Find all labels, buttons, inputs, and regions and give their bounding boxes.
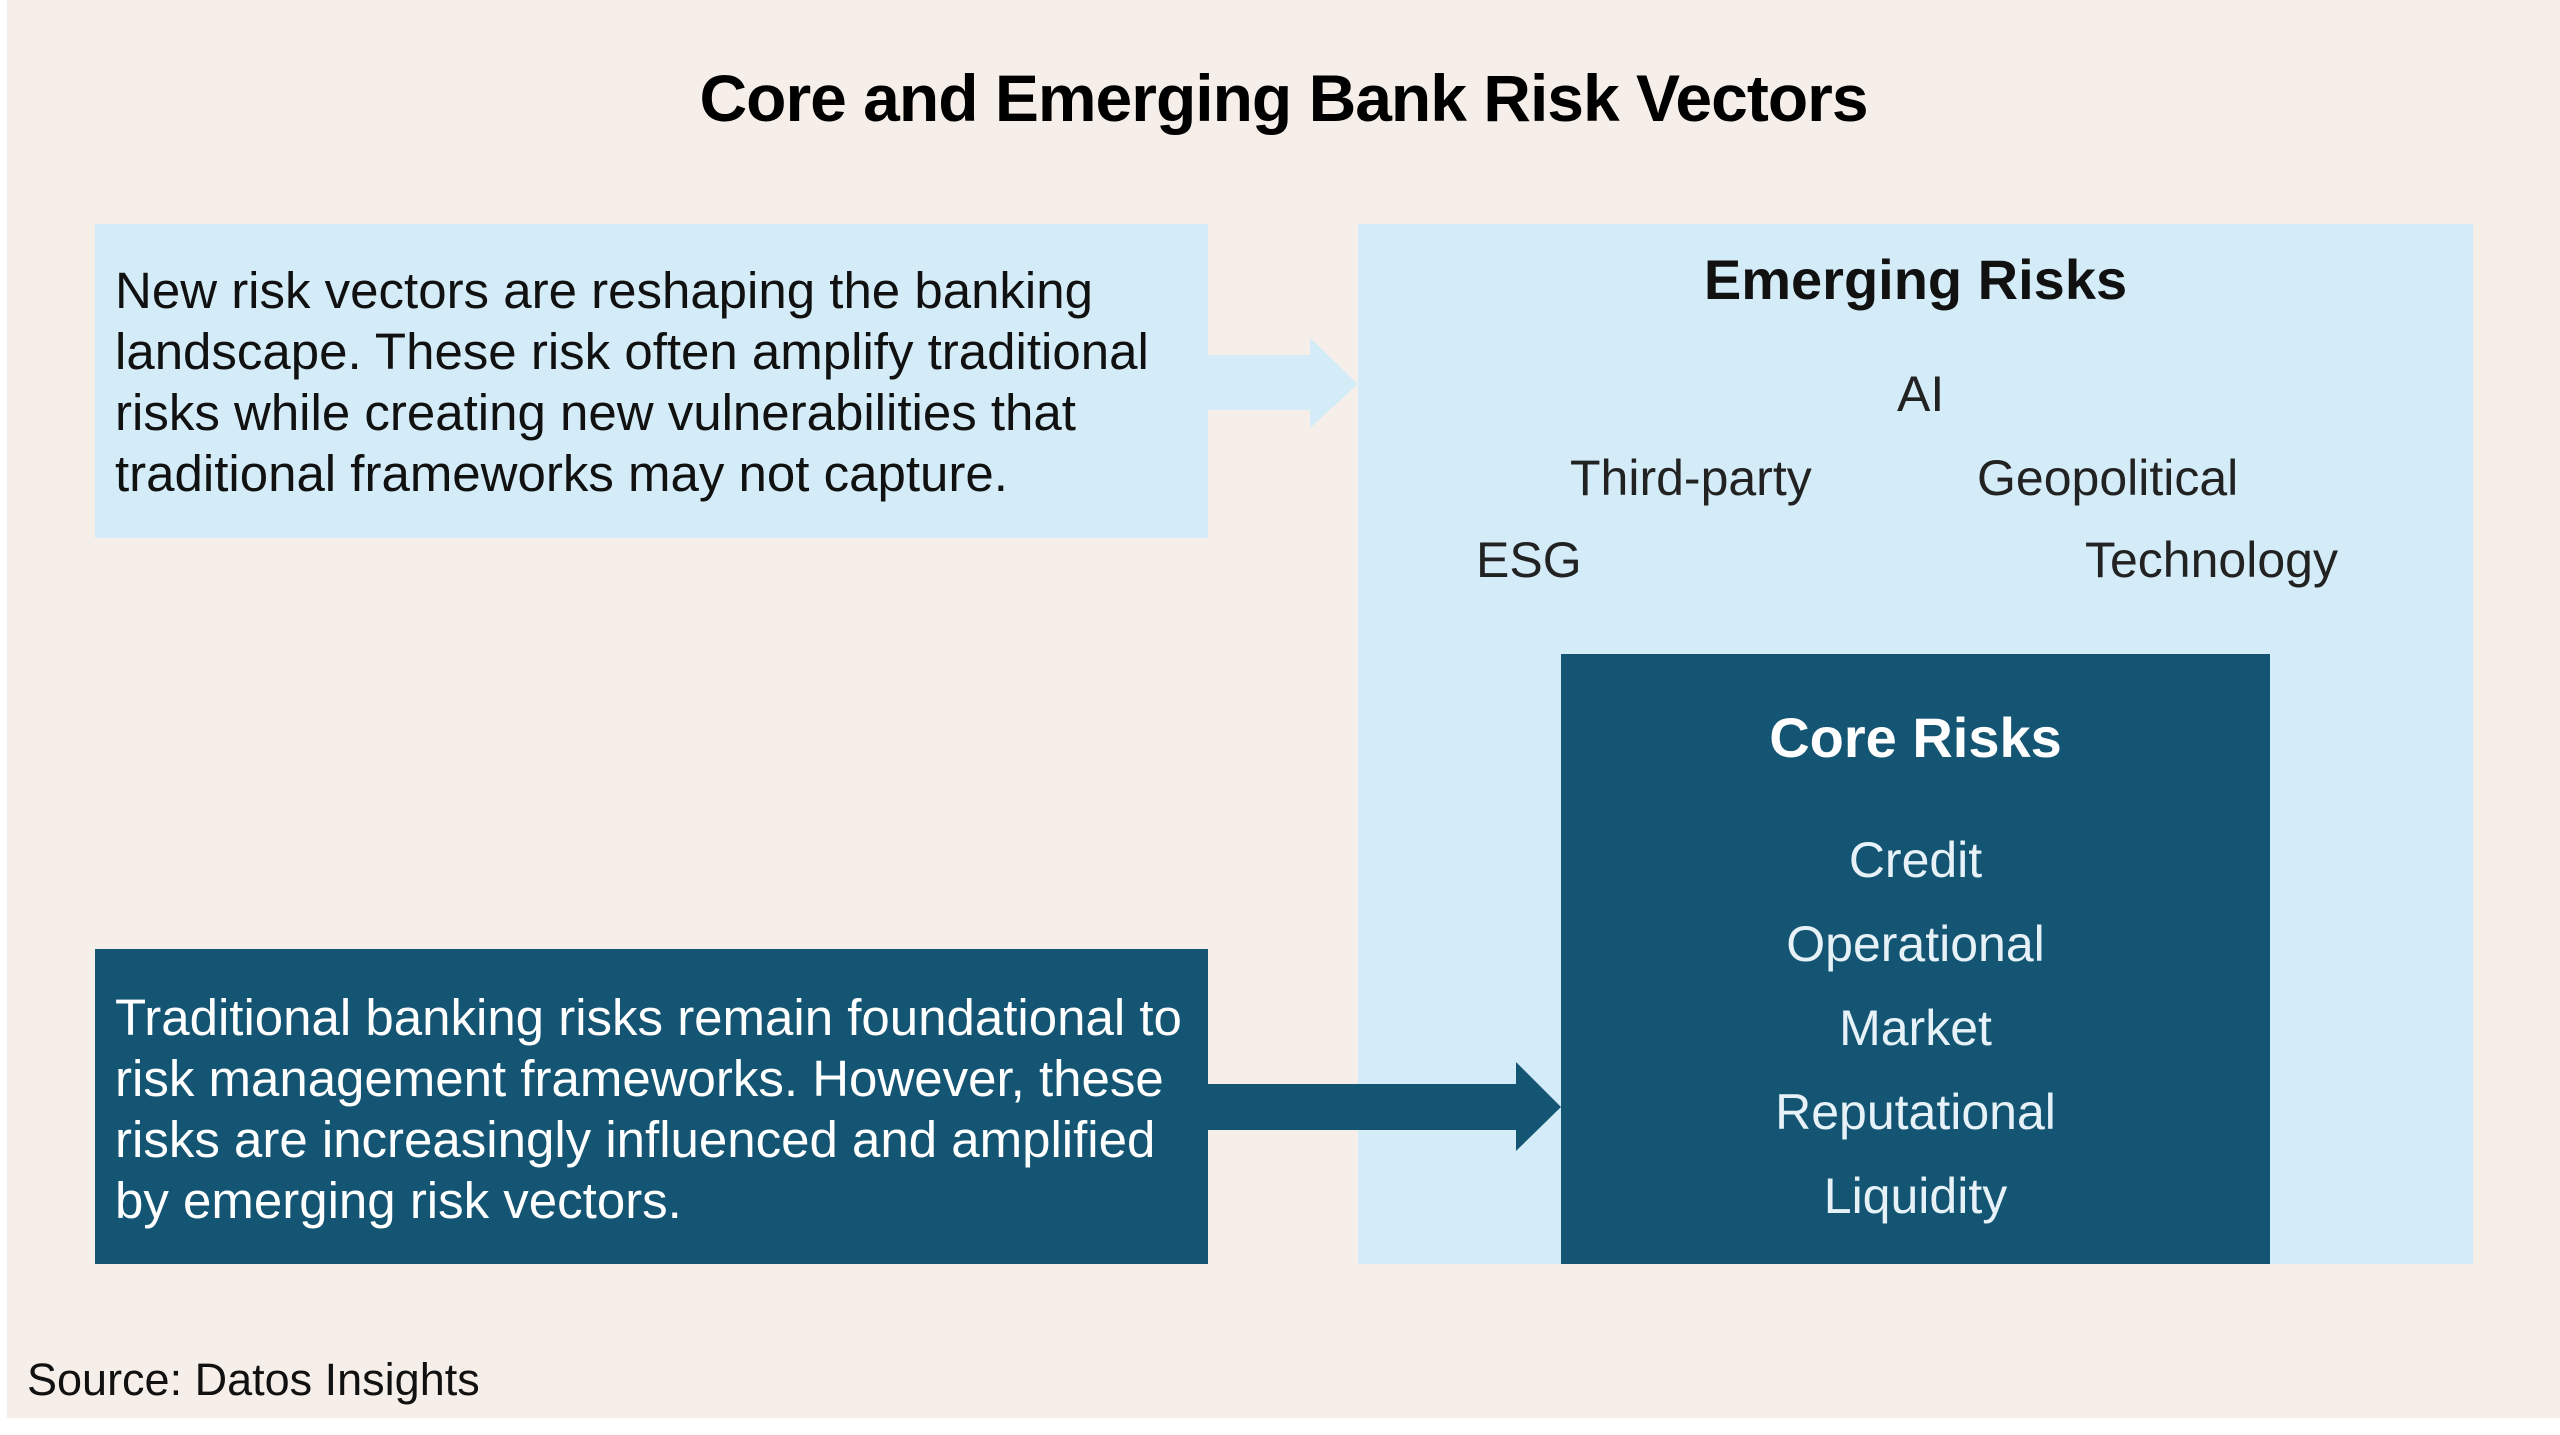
diagram-title: Core and Emerging Bank Risk Vectors — [699, 61, 1868, 135]
arrow-to-core-icon — [1208, 1062, 1561, 1151]
emerging-item-third-party: Third-party — [1570, 450, 1812, 506]
core-item-liquidity: Liquidity — [1823, 1168, 2008, 1224]
emerging-item-technology: Technology — [2085, 532, 2338, 588]
core-item-reputational: Reputational — [1775, 1084, 2056, 1140]
emerging-item-ai: AI — [1897, 366, 1945, 422]
core-item-credit: Credit — [1848, 832, 1983, 888]
emerging-risks-title: Emerging Risks — [1703, 248, 2128, 311]
connector-arrows — [1208, 338, 1561, 1151]
core-item-operational: Operational — [1786, 916, 2045, 972]
core-risks-list: Credit Operational Market Reputational L… — [1561, 818, 2270, 1238]
core-item-market: Market — [1839, 1000, 1992, 1056]
core-note-text: Traditional banking risks remain foundat… — [115, 989, 1182, 1229]
core-note-box: Traditional banking risks remain foundat… — [95, 949, 1208, 1264]
arrow-to-emerging-icon — [1208, 338, 1358, 428]
source-note: Source: Datos Insights — [27, 1354, 480, 1405]
core-risks-title: Core Risks — [1769, 706, 2062, 769]
emerging-note-text: New risk vectors are reshaping the banki… — [115, 262, 1149, 502]
diagram-canvas: Core and Emerging Bank Risk Vectors Emer… — [7, 0, 2560, 1418]
emerging-note-box: New risk vectors are reshaping the banki… — [95, 224, 1208, 538]
core-risks-box — [1561, 654, 2270, 1264]
emerging-item-esg: ESG — [1476, 532, 1582, 588]
emerging-item-geopolitical: Geopolitical — [1977, 450, 2239, 506]
